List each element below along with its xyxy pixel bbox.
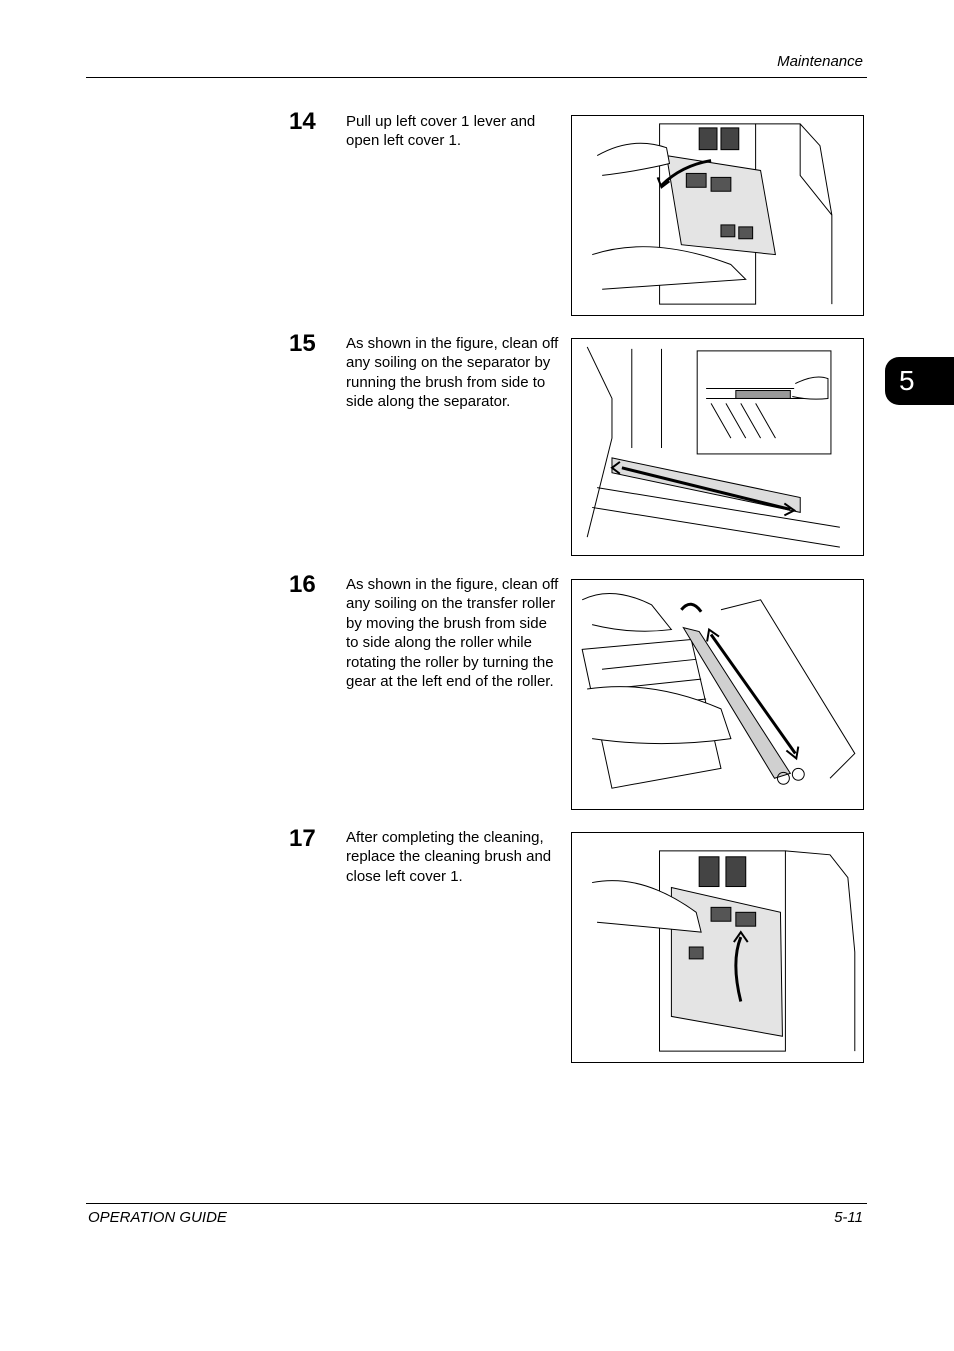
footer-rule <box>86 1203 867 1204</box>
step-text-17: After completing the cleaning, replace t… <box>346 829 552 885</box>
header-rule <box>86 77 867 78</box>
clean-separator-illustration <box>571 338 864 556</box>
step-number-14: 14 <box>289 108 316 135</box>
close-left-cover-illustration <box>571 832 864 1063</box>
step-text-16: As shown in the figure, clean off any so… <box>346 576 559 691</box>
step-text-14: Pull up left cover 1 lever and open left… <box>346 113 536 150</box>
page-number: 5-11 <box>834 1209 863 1226</box>
chapter-tab: 5 <box>885 357 954 405</box>
clean-transfer-roller-illustration <box>571 579 864 810</box>
open-left-cover-illustration <box>571 115 864 316</box>
running-header: Maintenance <box>777 53 863 70</box>
step-number-15: 15 <box>289 330 316 357</box>
footer-guide-title: OPERATION GUIDE <box>88 1209 227 1226</box>
step-text-15: As shown in the figure, clean off any so… <box>346 335 559 411</box>
step-number-16: 16 <box>289 571 316 598</box>
step-number-17: 17 <box>289 825 316 852</box>
